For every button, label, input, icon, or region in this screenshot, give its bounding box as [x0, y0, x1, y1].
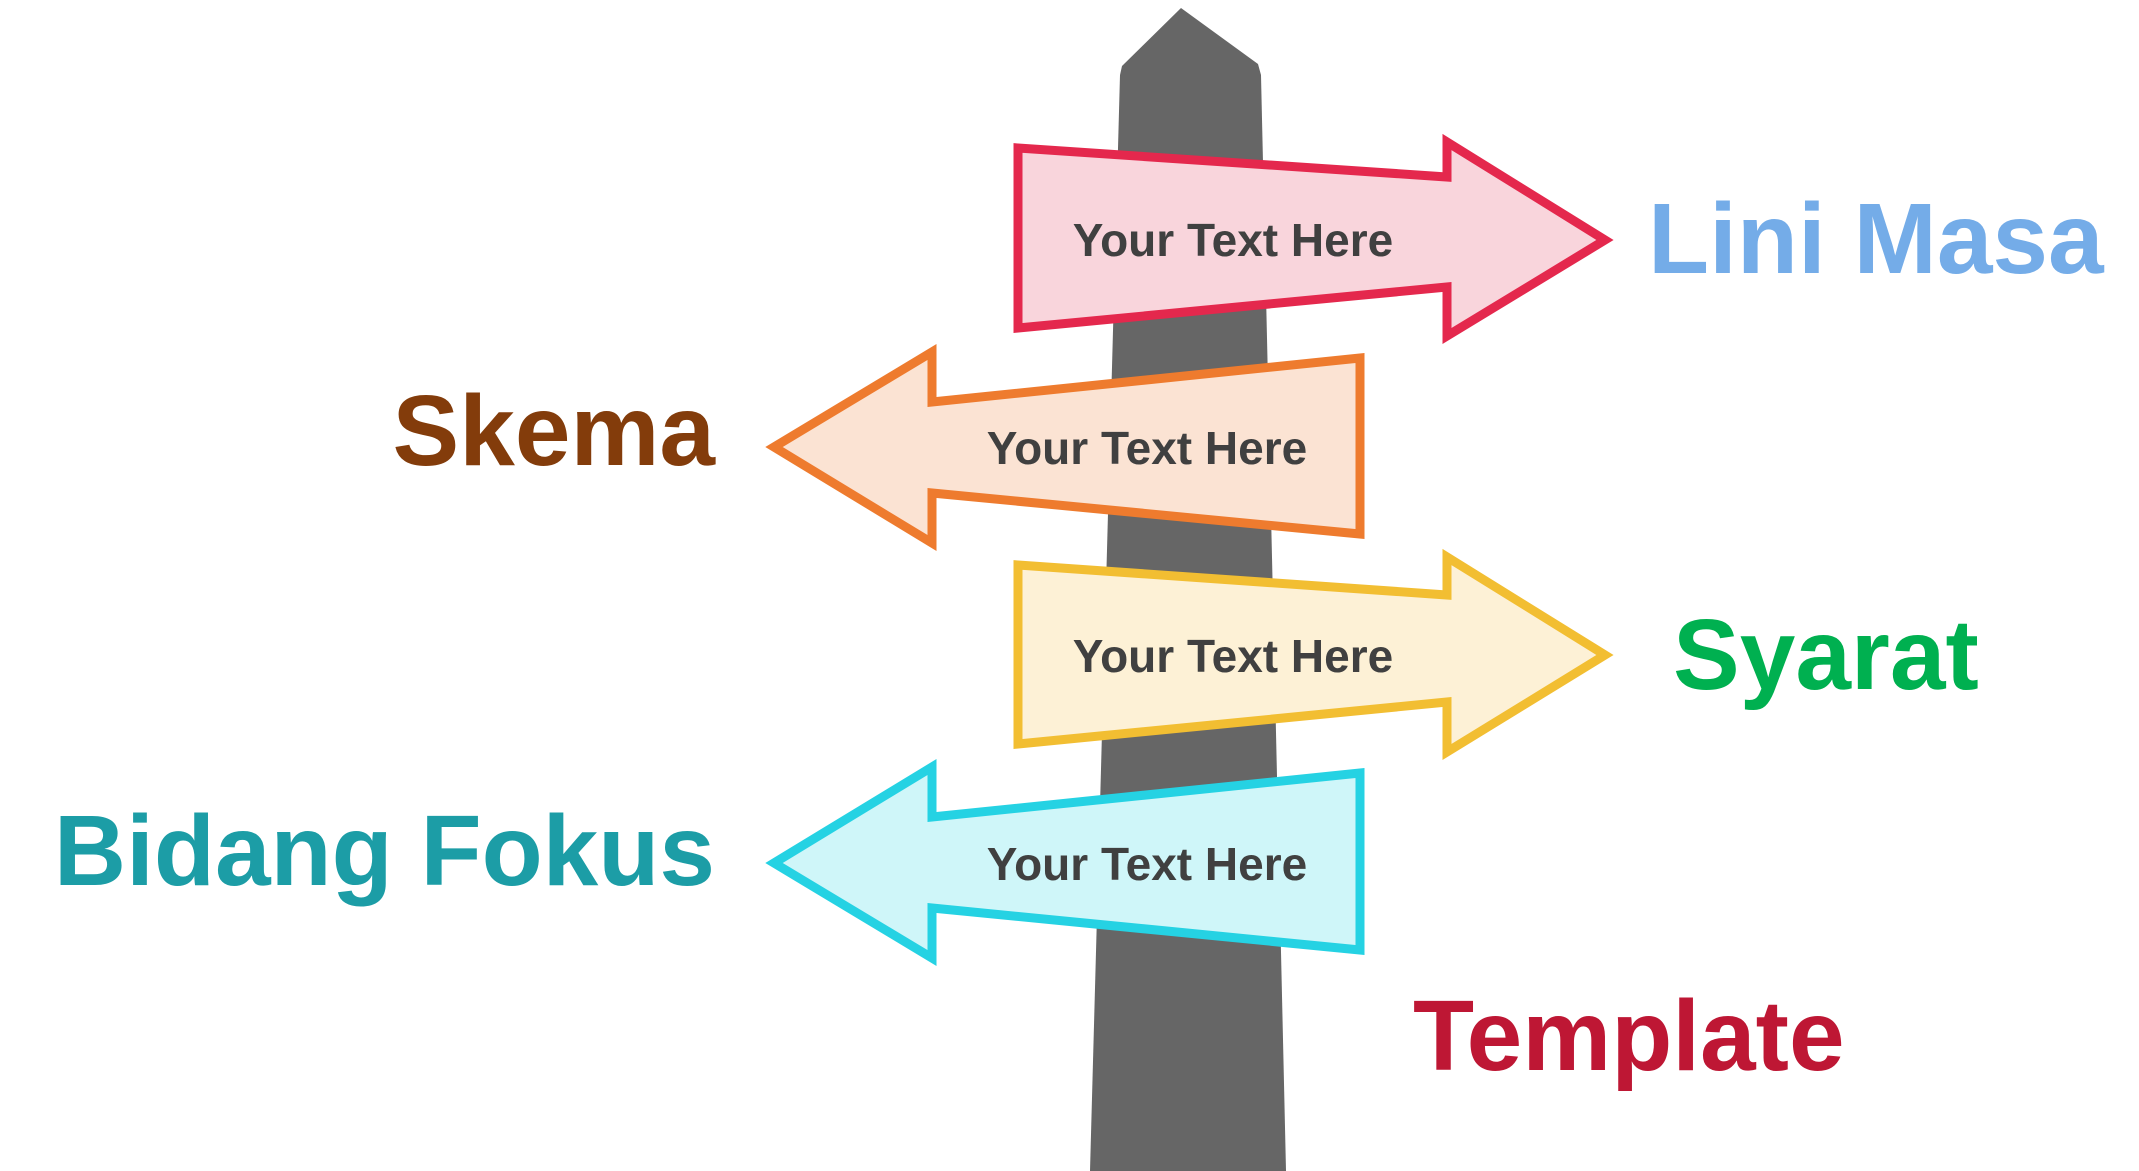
sign-arrow-2-shape — [765, 344, 1365, 551]
label-lini-masa: Lini Masa — [1648, 183, 2105, 295]
label-skema: Skema — [393, 375, 717, 487]
sign-arrow-1: Your Text Here — [1013, 133, 1614, 344]
sign-arrow-3: Your Text Here — [1013, 548, 1614, 761]
sign-arrow-2-text: Your Text Here — [987, 422, 1307, 474]
label-syarat: Syarat — [1673, 599, 1979, 711]
sign-arrow-2: Your Text Here — [765, 344, 1365, 551]
sign-arrow-1-text: Your Text Here — [1073, 214, 1393, 266]
sign-arrow-4-shape — [765, 759, 1365, 966]
sign-arrow-4-text: Your Text Here — [987, 838, 1307, 890]
sign-arrow-4: Your Text Here — [765, 759, 1365, 966]
label-template: Template — [1413, 980, 1845, 1092]
sign-arrow-3-text: Your Text Here — [1073, 630, 1393, 682]
label-bidang-fokus: Bidang Fokus — [54, 795, 715, 907]
sign-arrow-1-shape — [1013, 133, 1614, 344]
sign-arrow-3-shape — [1013, 548, 1614, 761]
